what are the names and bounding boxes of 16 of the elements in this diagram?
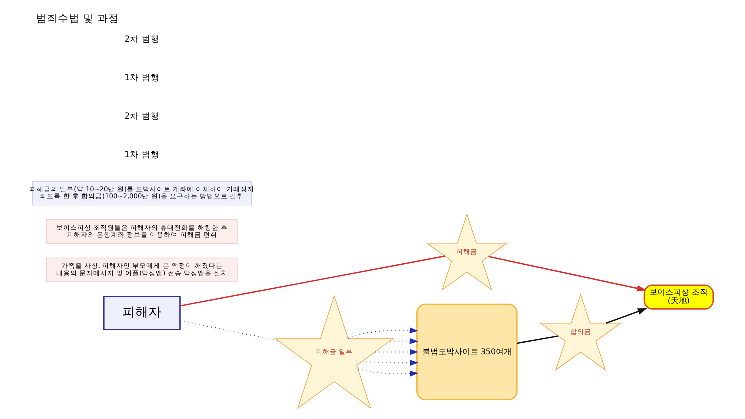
arrow	[374, 349, 418, 356]
label: 1차 범행	[124, 73, 160, 84]
label: 2차 범행	[124, 112, 160, 122]
arrow	[606, 308, 647, 324]
arrow	[488, 256, 646, 292]
connector	[516, 336, 558, 344]
arrow	[362, 360, 418, 366]
diagram-title: 범죄수법 및 과정	[35, 12, 120, 25]
arrow	[357, 368, 418, 377]
label: 1차 범행	[124, 150, 160, 160]
label: 2차 범행	[124, 35, 160, 46]
connector	[179, 320, 278, 342]
connector	[180, 256, 445, 307]
arrow	[347, 328, 418, 339]
node-box: 피해자	[102, 296, 180, 330]
arrow	[389, 338, 418, 344]
